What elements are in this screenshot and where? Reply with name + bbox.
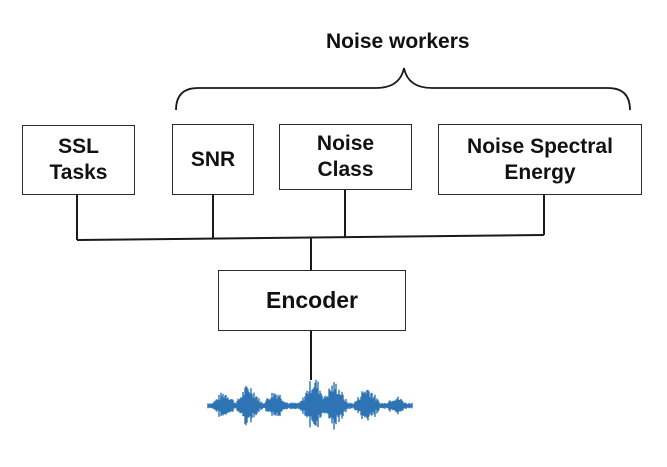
ssl-tasks-line-2: Tasks <box>49 161 108 184</box>
noise-class-line-2: Class <box>317 158 374 181</box>
bus-line <box>76 234 545 241</box>
noise-class-box: Noise Class <box>279 124 412 190</box>
noise-spectral-energy-line-1: Noise Spectral <box>467 134 613 158</box>
waveform-trace <box>207 379 413 430</box>
ssl-tasks-line-1: SSL <box>58 135 99 159</box>
encoder-box: Encoder <box>218 270 406 331</box>
noise-spectral-energy-box: Noise Spectral Energy <box>438 124 642 195</box>
noise-spectral-energy-line-2: Energy <box>504 160 576 184</box>
snr-label: SNR <box>190 147 236 171</box>
encoder-label: Encoder <box>265 287 359 314</box>
noise-class-line-1: Noise <box>316 132 375 156</box>
connector-lines <box>76 189 545 380</box>
snr-box: SNR <box>172 124 254 195</box>
noise-workers-label: Noise workers <box>326 30 470 53</box>
ssl-tasks-box: SSL Tasks <box>22 125 135 195</box>
noise-workers-brace <box>175 67 631 111</box>
audio-waveform-icon <box>207 379 413 430</box>
